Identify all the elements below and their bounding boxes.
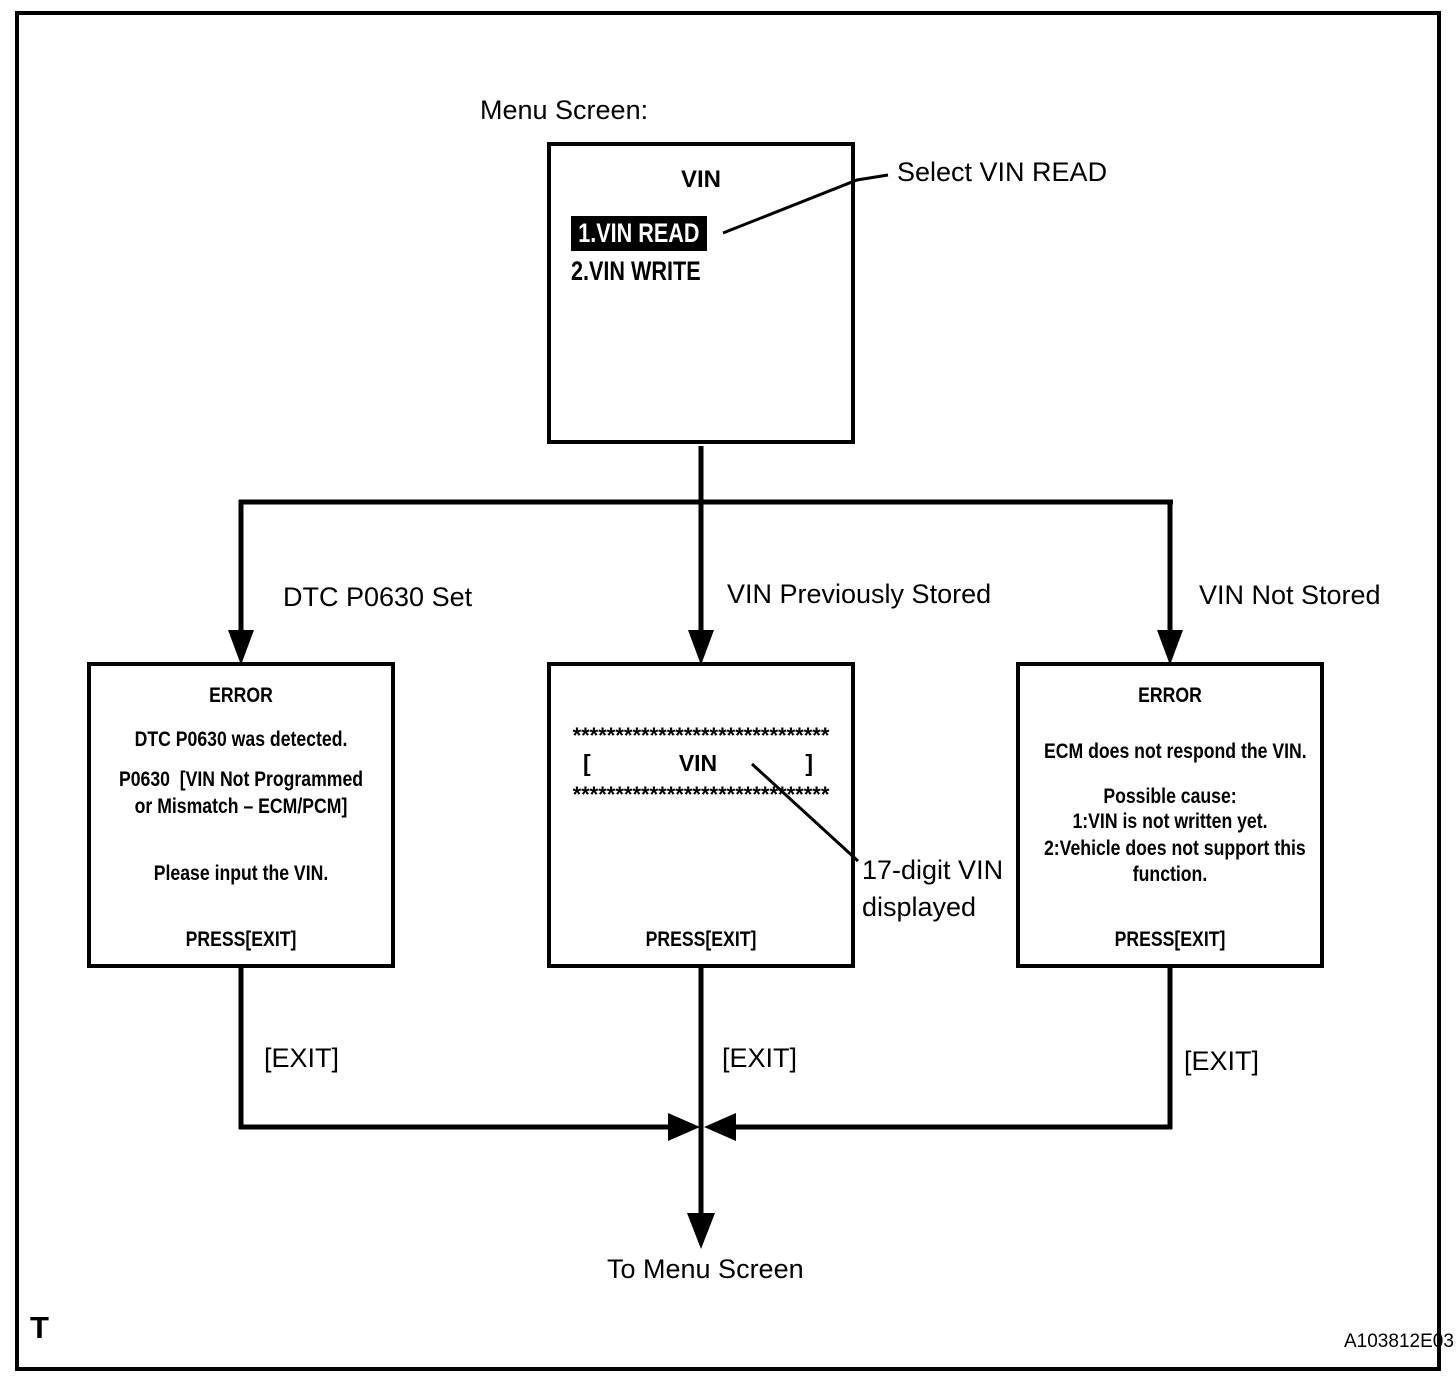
error-line-cause-2b: function. (1132, 863, 1208, 886)
error-line-input-vin: Please input the VIN. (153, 862, 329, 885)
error-line-p0630-b: or Mismatch – ECM/PCM] (134, 795, 348, 818)
error-line-p0630-a: P0630 [VIN Not Programmed (118, 768, 364, 791)
branch-label-vin-not-stored: VIN Not Stored (1199, 580, 1381, 610)
error-screen-dtc-p0630: ERROR DTC P0630 was detected. P0630 [VIN… (87, 662, 395, 968)
figure-code: A103812E03 (1344, 1331, 1454, 1352)
error-line-no-respond: ECM does not respond the VIN. (1044, 740, 1307, 763)
outer-border (15, 11, 1441, 1371)
page-letter: T (30, 1310, 49, 1345)
bracket-close: ] (805, 750, 813, 776)
menu-screen-label: Menu Screen: (480, 95, 649, 125)
press-exit-label: PRESS[EXIT] (185, 928, 297, 951)
vin-displayed-note-line2: displayed (862, 892, 977, 922)
stars-row-top: ****************************** (572, 723, 830, 748)
vin-bracket-row: [ VIN ] (583, 750, 813, 777)
branch-label-vin-previously-stored: VIN Previously Stored (727, 579, 992, 609)
menu-item-vin-read-highlighted: 1.VIN READ (571, 216, 707, 251)
menu-item-vin-write: 2.VIN WRITE (571, 256, 701, 286)
select-vin-read-note: Select VIN READ (897, 157, 1108, 187)
error-title: ERROR (209, 684, 273, 707)
vin-displayed-note-line1: 17-digit VIN (862, 855, 1004, 885)
bracket-open: [ (583, 750, 591, 776)
error-screen-ecm-no-response: ERROR ECM does not respond the VIN. Poss… (1016, 662, 1324, 968)
error-line-cause-2a: 2:Vehicle does not support this (1044, 837, 1306, 860)
error-line-cause-1: 1:VIN is not written yet. (1072, 810, 1268, 833)
branch-label-dtc-p0630-set: DTC P0630 Set (283, 582, 473, 612)
vin-display-screen: ****************************** [ VIN ] *… (547, 662, 855, 968)
exit-label-left: [EXIT] (264, 1043, 340, 1073)
exit-label-center: [EXIT] (722, 1043, 798, 1073)
error-line-detected: DTC P0630 was detected. (134, 728, 348, 751)
to-menu-screen-label: To Menu Screen (607, 1254, 804, 1284)
press-exit-label: PRESS[EXIT] (1114, 928, 1226, 951)
menu-screen-box: VIN 1.VIN READ 2.VIN WRITE (547, 142, 855, 444)
menu-title: VIN (680, 166, 721, 193)
error-title: ERROR (1138, 684, 1202, 707)
press-exit-label: PRESS[EXIT] (645, 928, 757, 951)
stars-row-bottom: ****************************** (572, 782, 830, 807)
vin-field-label: VIN (678, 750, 718, 776)
vin-displayed-note: 17-digit VIN displayed (862, 852, 1003, 926)
exit-label-right: [EXIT] (1184, 1046, 1260, 1076)
error-line-possible-cause: Possible cause: (1103, 785, 1237, 808)
